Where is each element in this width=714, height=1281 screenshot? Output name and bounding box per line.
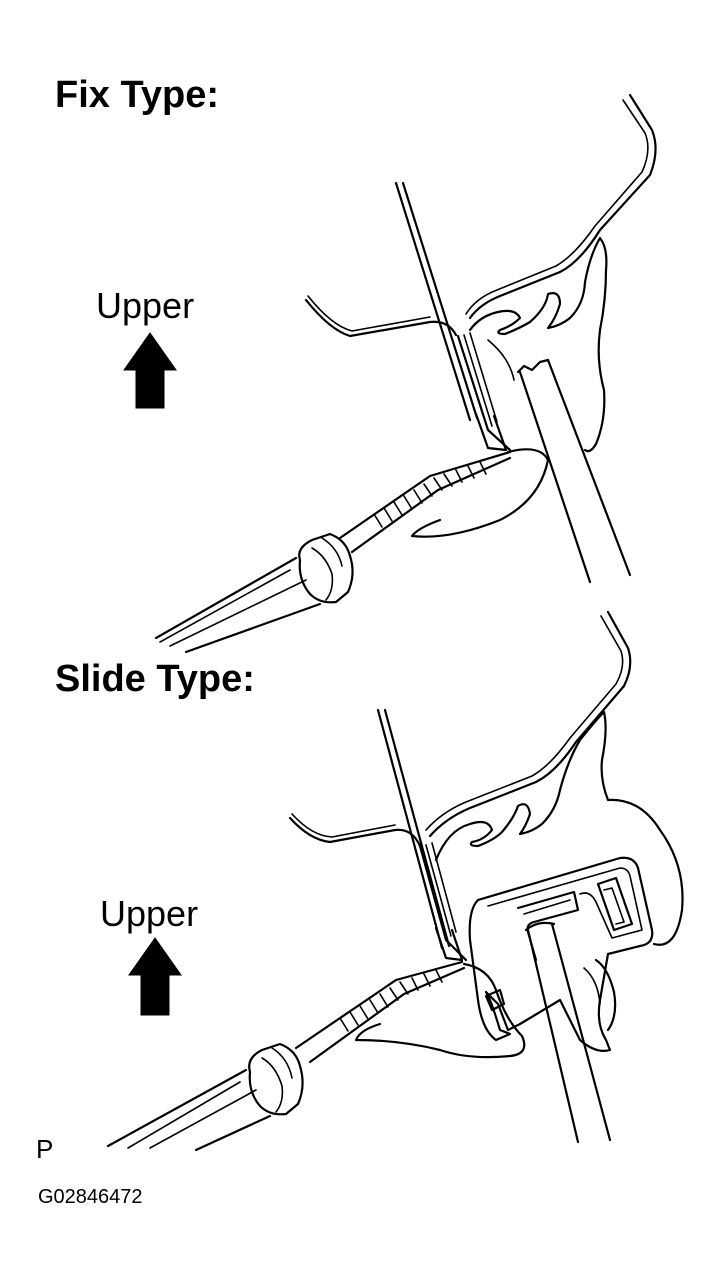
page-marker: P (36, 1134, 54, 1164)
screwdriver-handle (106, 1068, 248, 1148)
body-outer-line (465, 99, 649, 315)
glass-edge-line (376, 708, 444, 950)
screwdriver-handle (184, 602, 322, 654)
body-panel-line (304, 298, 458, 338)
slide-bracket-clip (583, 967, 601, 1005)
screwdriver-blade (338, 450, 512, 540)
screwdriver-handle (159, 569, 291, 643)
screwdriver-collar (311, 547, 334, 601)
screwdriver-collar (261, 1057, 284, 1113)
slide-type-heading: Slide Type: (55, 658, 255, 700)
slide-bracket-slot (603, 887, 625, 925)
screwdriver-collar (298, 532, 354, 604)
slide-bracket-slot (596, 876, 634, 932)
screwdriver-handle (169, 579, 307, 647)
clip-rail-cap (516, 358, 550, 374)
molding-tip (434, 926, 464, 962)
weatherstrip-lower (354, 962, 526, 1059)
up-arrow-icon (128, 937, 182, 1016)
body-panel-line (288, 816, 422, 848)
glass-edge-line (383, 708, 451, 948)
screwdriver-handle (194, 1114, 272, 1152)
slide-bracket (468, 856, 654, 1052)
slide-bracket-channel (516, 890, 580, 962)
slide-bracket-clip (484, 988, 506, 1012)
screwdriver-collar (248, 1042, 304, 1116)
body-outer-line (428, 610, 632, 838)
clip-rail (518, 370, 592, 584)
screwdriver-collar (271, 1047, 293, 1079)
body-outer-line (425, 615, 624, 831)
molding-strip (431, 842, 457, 933)
screwdriver-handle (149, 1089, 257, 1149)
clip-rail-cap (524, 921, 556, 932)
molding-tip (474, 412, 508, 452)
glass-edge-line (401, 181, 479, 420)
body-outer-line (468, 93, 657, 320)
screwdriver-blade-hatch (373, 461, 487, 528)
fix-type-heading: Fix Type: (55, 74, 219, 116)
screwdriver-handle (154, 556, 298, 640)
clip-rail (526, 928, 580, 1144)
weatherstrip-profile (468, 236, 608, 453)
clip-rail (550, 922, 612, 1142)
screwdriver-blade (294, 960, 464, 1050)
weatherstrip-profile (487, 339, 515, 381)
molding-strip (469, 332, 498, 423)
figure-code: G02846472 (38, 1186, 143, 1208)
weatherstrip-profile (434, 710, 684, 946)
screwdriver-collar (321, 537, 343, 567)
screwdriver-handle (127, 1081, 241, 1149)
screwdriver-blade (350, 456, 512, 554)
screwdriver-blade (308, 966, 466, 1064)
body-panel-line (307, 295, 431, 332)
body-panel-line (291, 813, 396, 838)
fix-type-upper-label: Upper (96, 285, 195, 326)
slide-bracket-clip (594, 958, 617, 1032)
molding-strip (425, 844, 452, 937)
molding-strip (463, 334, 493, 427)
glass-edge-line (394, 181, 472, 422)
weatherstrip-lower (410, 448, 550, 538)
up-arrow-icon (123, 332, 177, 409)
slide-type-upper-label: Upper (100, 893, 199, 934)
slide-bracket-channel (523, 899, 571, 915)
clip-rail (546, 358, 632, 577)
slide-bracket-inner (487, 867, 643, 939)
screwdriver-blade-hatch (339, 969, 443, 1032)
